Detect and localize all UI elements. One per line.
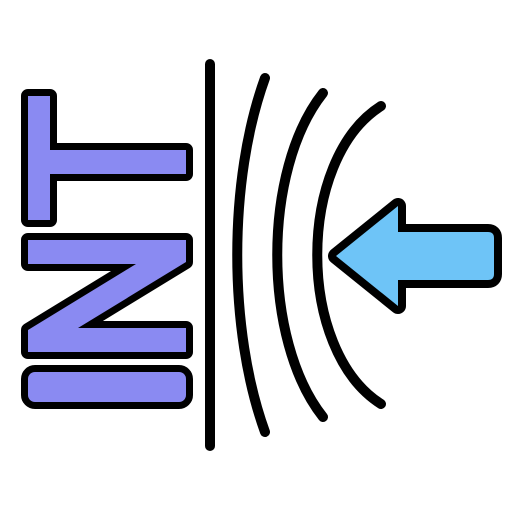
letter-n <box>21 233 193 359</box>
letter-i <box>21 365 193 409</box>
wave-arc-icon <box>312 101 386 409</box>
letter-t <box>21 89 193 227</box>
wave-arcs <box>232 73 386 437</box>
int-lettering <box>21 89 193 409</box>
wave-arc-icon <box>232 73 270 437</box>
left-arrow-icon <box>328 198 502 314</box>
wave-arc-icon <box>272 88 328 422</box>
